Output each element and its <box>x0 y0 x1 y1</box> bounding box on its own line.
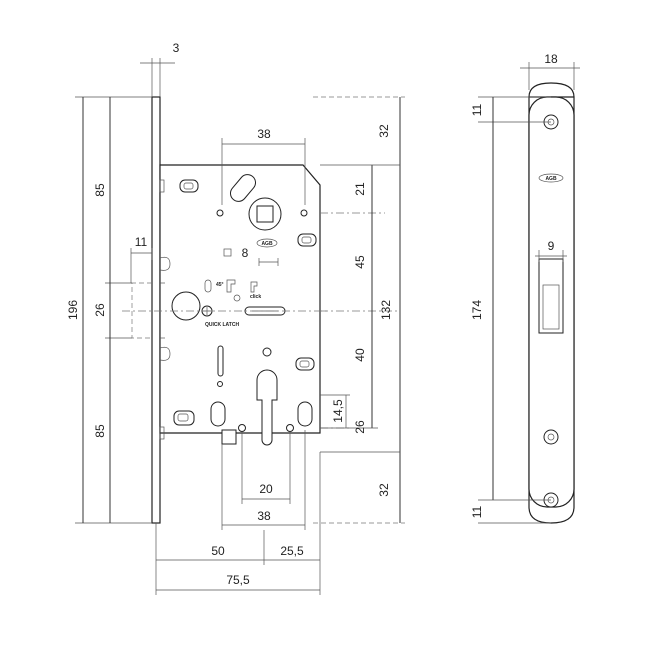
dim-20: 20 <box>259 482 273 496</box>
dim-50: 50 <box>211 544 225 558</box>
bottom-dimension-lines <box>155 430 321 595</box>
latch-mechanism: 45° click QUICK LATCH <box>171 279 286 328</box>
dim-25-5: 25,5 <box>280 544 304 558</box>
dim-bottom-38: 38 <box>257 509 271 523</box>
brand-mark-text: AGB <box>261 241 273 247</box>
body-screw-holes <box>173 179 317 426</box>
dim-21: 21 <box>353 182 367 196</box>
square-size-callout <box>223 248 279 266</box>
dim-strike-18: 18 <box>544 52 558 66</box>
latch-profile <box>131 282 165 339</box>
dim-45: 45 <box>353 255 367 269</box>
dim-132: 132 <box>379 300 393 320</box>
dim-square-8: 8 <box>242 246 249 260</box>
dim-strike-9: 9 <box>548 239 555 253</box>
lower-features <box>217 345 272 387</box>
dim-40: 40 <box>353 348 367 362</box>
left-dimension-lines <box>75 58 175 524</box>
dim-bottom-26: 26 <box>353 420 367 434</box>
cylinder-cutout <box>210 369 313 446</box>
dim-total-height: 196 <box>66 300 80 320</box>
dim-bottom-32: 32 <box>377 483 391 497</box>
strike-dimension-lines <box>478 62 580 524</box>
brand-mark-body: AGB <box>256 238 278 248</box>
strike-plate: AGB <box>528 82 575 524</box>
dim-strike-174: 174 <box>470 300 484 320</box>
dim-faceplate-3: 3 <box>173 41 180 55</box>
dim-lower-85: 85 <box>93 424 107 438</box>
spindle <box>216 174 308 231</box>
dim-strike-bottom-11: 11 <box>470 505 484 518</box>
angle-label: 45° <box>216 282 224 288</box>
dim-75-5: 75,5 <box>226 573 250 587</box>
quick-latch-label: QUICK LATCH <box>205 322 239 328</box>
dim-upper-85: 85 <box>93 183 107 197</box>
dim-latch-11: 11 <box>135 235 148 249</box>
right-dimension-lines <box>320 97 401 523</box>
top-dimension <box>221 138 306 205</box>
dim-strike-top-11: 11 <box>470 103 484 116</box>
faceplate <box>151 96 161 524</box>
dim-top-38: 38 <box>257 127 271 141</box>
faceplate-features <box>159 179 171 440</box>
dim-mid-26: 26 <box>93 303 107 317</box>
dim-14-5: 14,5 <box>331 399 345 423</box>
click-label: click <box>250 294 261 300</box>
dim-top-32: 32 <box>377 124 391 138</box>
strike-brand-mark: AGB <box>545 176 557 182</box>
